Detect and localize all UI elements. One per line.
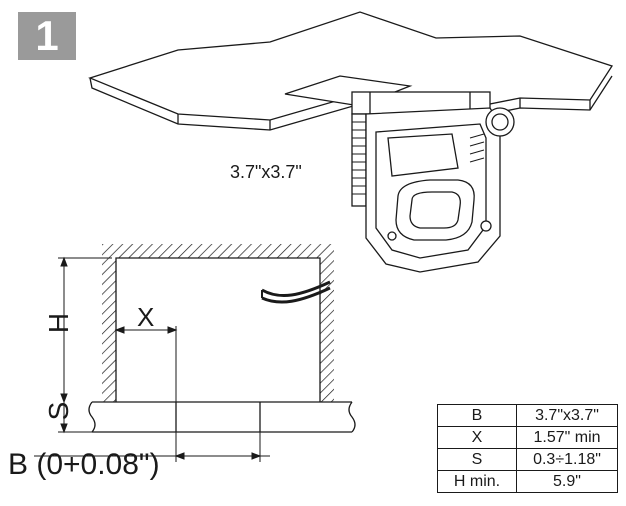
spec-value: 3.7"x3.7" — [516, 404, 618, 427]
spec-key: H min. — [437, 470, 517, 493]
camera-housing — [351, 91, 515, 273]
section-drawing — [88, 244, 356, 433]
spec-value: 1.57" min — [516, 426, 618, 449]
ceiling-slab — [88, 11, 614, 131]
table-row: H min. 5.9" — [437, 470, 618, 493]
dimension-lines — [34, 256, 270, 462]
spec-key: B — [437, 404, 517, 427]
table-row: B 3.7"x3.7" — [437, 404, 618, 427]
dimension-x-label: X — [137, 302, 155, 332]
spec-key: S — [437, 448, 517, 471]
step-number-badge: 1 — [18, 12, 76, 60]
spec-value: 0.3÷1.18" — [516, 448, 618, 471]
ceiling-hole-size-label: 3.7"x3.7" — [230, 162, 302, 182]
table-row: X 1.57" min — [437, 426, 618, 449]
dimension-h-label: H — [43, 312, 74, 334]
dimension-b-label: B (0+0.08") — [8, 448, 160, 481]
spec-value: 5.9" — [516, 470, 618, 493]
spec-table: B 3.7"x3.7" X 1.57" min S 0.3÷1.18" H mi… — [437, 404, 618, 493]
dimension-s-label: S — [43, 401, 74, 421]
spec-key: X — [437, 426, 517, 449]
table-row: S 0.3÷1.18" — [437, 448, 618, 471]
